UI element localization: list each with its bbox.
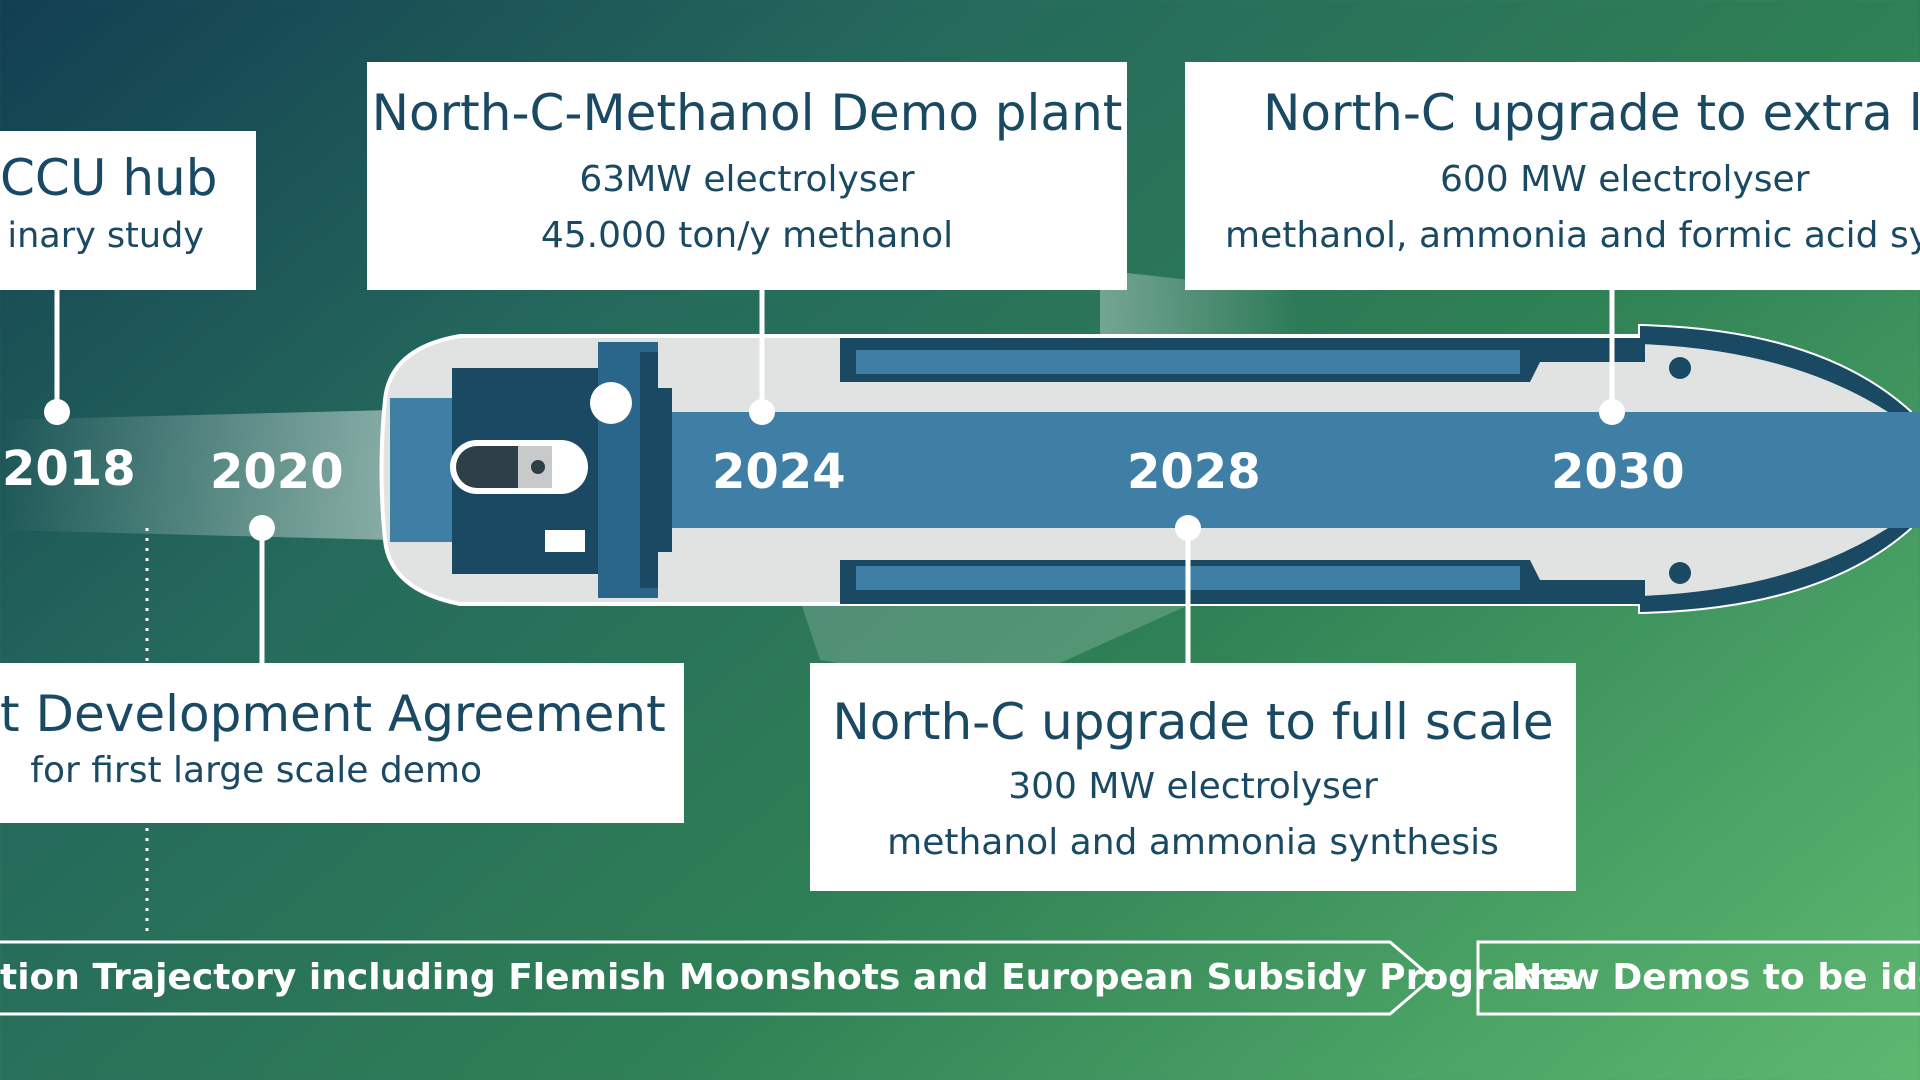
light-streak-upper: [1100, 270, 1300, 335]
card-full-scale-title: North-C upgrade to full scale: [832, 693, 1554, 751]
ship-stern: [390, 398, 452, 542]
card-extra-large-title: North-C upgrade to extra lar: [1263, 84, 1920, 142]
light-streak-left: [0, 410, 390, 540]
card-demo-plant: North-C-Methanol Demo plant 63MW electro…: [367, 62, 1127, 290]
card-extra-large-line-1: 600 MW electrolyser: [1440, 159, 1810, 200]
card-ccu-hub: CCU hub inary study: [0, 131, 256, 290]
ship-funnel-light: [590, 382, 632, 424]
card-full-scale: North-C upgrade to full scale 300 MW ele…: [810, 663, 1576, 891]
ship-porthole-lower: [1669, 562, 1691, 584]
card-development-agreement-title: t Development Agreement: [0, 685, 666, 743]
year-2024: 2024: [712, 444, 846, 500]
card-ccu-hub-line-1: inary study: [7, 216, 204, 256]
year-2018: 2018: [2, 441, 136, 497]
card-extra-large-line-2: methanol, ammonia and formic acid synt: [1225, 215, 1920, 256]
year-2020: 2020: [210, 444, 344, 500]
card-full-scale-line-2: methanol and ammonia synthesis: [887, 822, 1499, 863]
card-extra-large: North-C upgrade to extra lar 600 MW elec…: [1185, 62, 1920, 290]
new-demos-box: [1476, 940, 1920, 1016]
card-demo-plant-line-2: 45.000 ton/y methanol: [540, 215, 954, 256]
trajectory-label: tion Trajectory including Flemish Moonsh…: [0, 957, 1575, 998]
card-full-scale-line-1: 300 MW electrolyser: [1008, 766, 1378, 807]
year-2030: 2030: [1551, 444, 1685, 500]
card-demo-plant-title: North-C-Methanol Demo plant: [371, 84, 1123, 142]
trajectory-arrow: [0, 940, 1435, 1016]
card-ccu-hub-title: CCU hub: [0, 149, 218, 207]
ship-hatch: [545, 530, 585, 552]
ship-porthole-upper: [1669, 357, 1691, 379]
year-2028: 2028: [1127, 444, 1261, 500]
new-demos-label: New Demos to be iden: [1512, 957, 1920, 998]
card-development-agreement: t Development Agreement for first large …: [0, 663, 684, 823]
card-development-agreement-line-1: for first large scale demo: [30, 750, 482, 791]
card-demo-plant-line-1: 63MW electrolyser: [579, 159, 915, 200]
